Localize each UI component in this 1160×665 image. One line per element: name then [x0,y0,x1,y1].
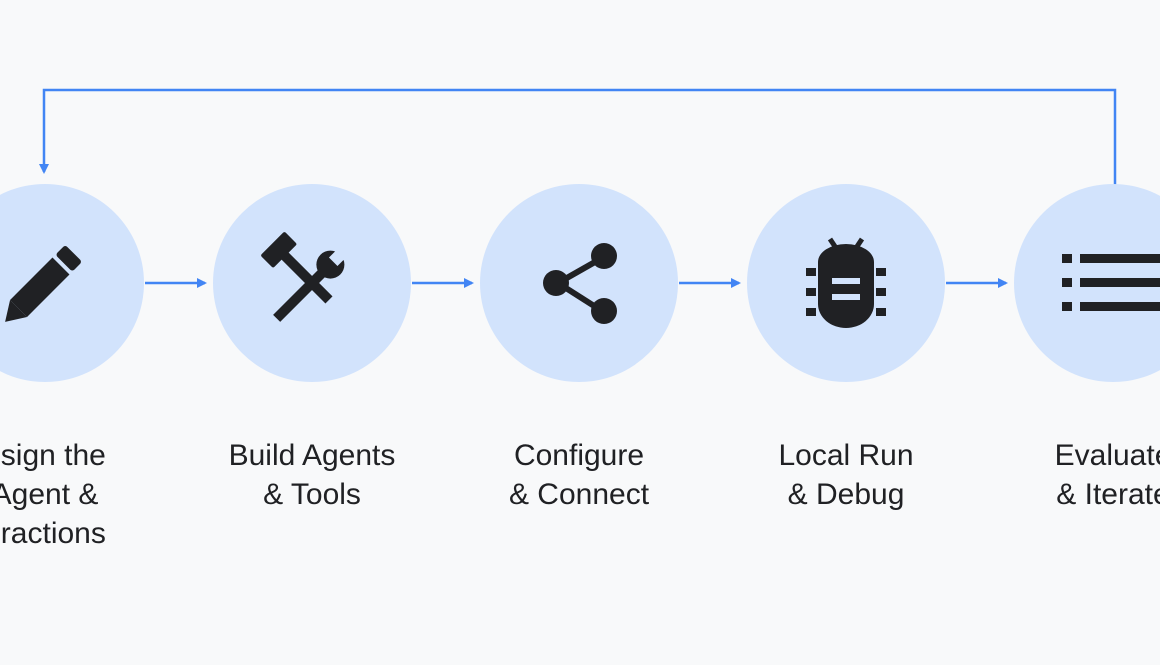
step-label-debug: Local Run & Debug [778,439,914,511]
step-label-build: Build Agents & Tools [228,439,396,511]
list-icon [1062,254,1160,311]
step-label-design: esign the Agent & eractions [0,439,106,550]
feedback-loop-arrow [39,88,1117,188]
step-circle-design [0,184,144,382]
step-label-evaluate: Evaluate & Iterate [1054,439,1160,511]
step-circle-configure [480,184,678,382]
step-label-configure: Configure & Connect [508,439,650,511]
pencil-icon [5,246,81,322]
bug-icon [806,237,886,328]
tools-icon [261,232,348,322]
share-icon [543,243,617,324]
